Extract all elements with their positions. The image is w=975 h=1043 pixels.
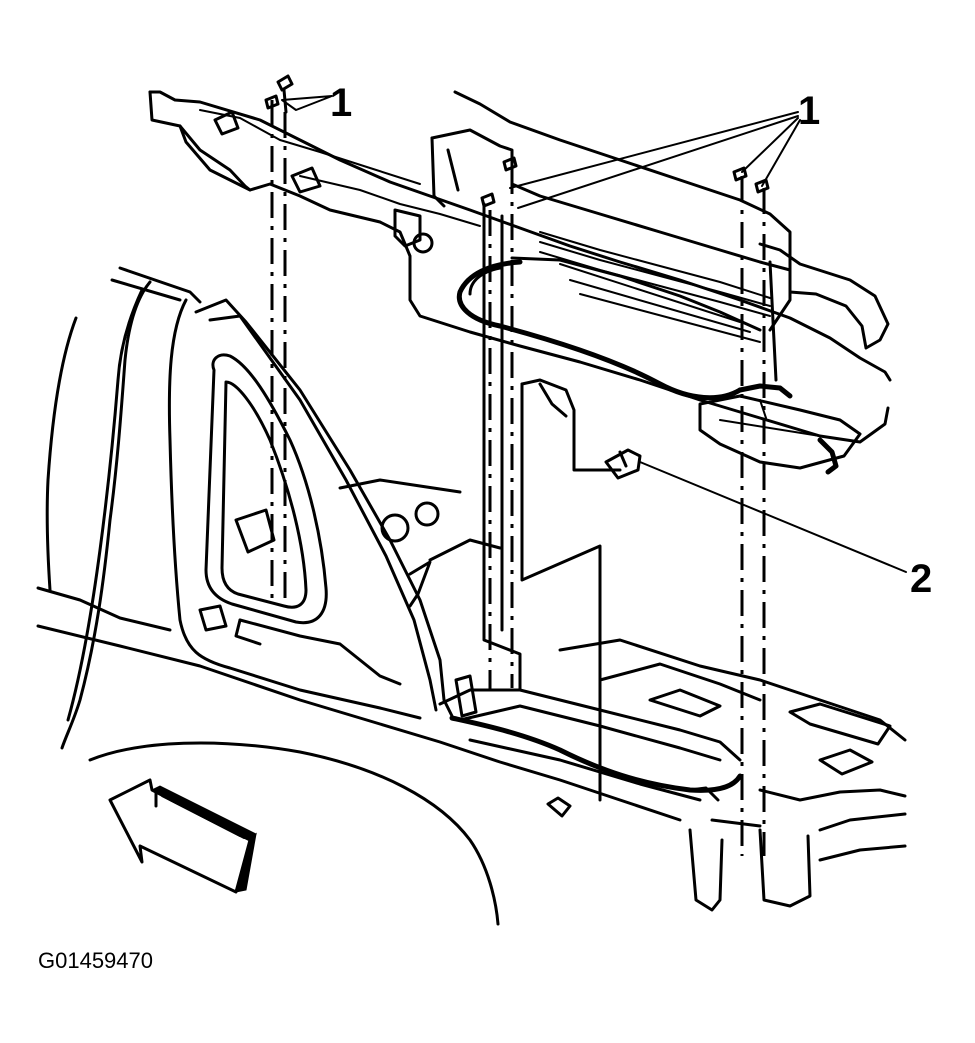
fastener-alignment-lines [270, 100, 766, 856]
lower-body-floor [36, 478, 907, 912]
figure-id: G01459470 [38, 948, 153, 973]
overhead-console-bracket [430, 90, 890, 475]
callout-label-1-right: 1 [798, 89, 820, 133]
roof-rail-assembly [148, 90, 892, 444]
callout-label-2: 2 [910, 557, 932, 601]
wheel-well [88, 741, 500, 926]
screw-fasteners [264, 74, 770, 480]
screw-icon [732, 166, 748, 182]
screw-icon [264, 94, 280, 110]
screw-icon [502, 156, 518, 172]
callout-label-1-left: 1 [330, 81, 352, 125]
rear-quarter-window-pillar [45, 266, 454, 750]
front-direction-arrow-icon [108, 778, 257, 894]
bolt-icon [604, 448, 642, 480]
screw-icon [754, 178, 770, 194]
callout-leader-lines [281, 95, 907, 573]
screw-icon [480, 192, 496, 208]
